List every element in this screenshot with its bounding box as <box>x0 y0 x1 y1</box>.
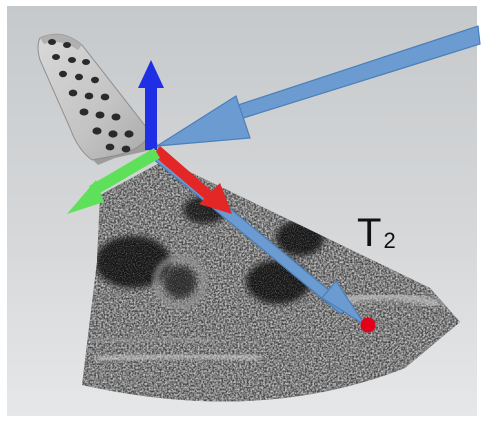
target-label: T2 <box>357 213 396 261</box>
target-label-subscript: 2 <box>383 228 395 253</box>
target-point <box>361 318 376 333</box>
target-label-main: T <box>357 211 381 255</box>
